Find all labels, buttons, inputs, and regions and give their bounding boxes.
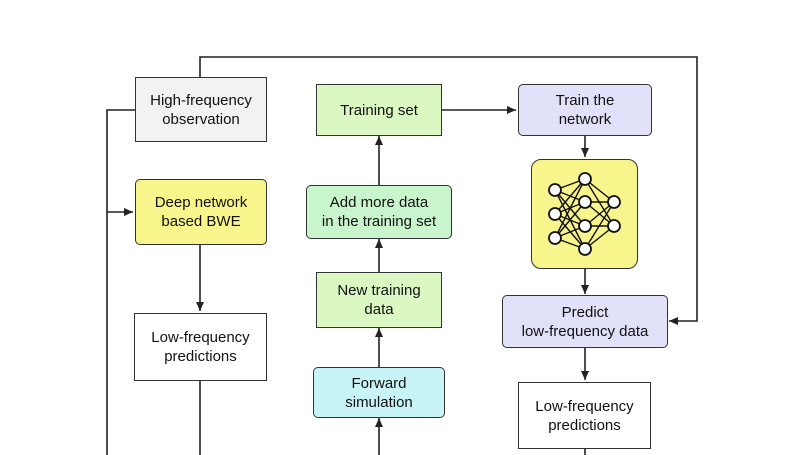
lf-predictions-right-label: Low-frequency predictions bbox=[535, 397, 634, 434]
hf-observation-box: High-frequency observation bbox=[135, 77, 267, 142]
lf-predictions-left-box: Low-frequency predictions bbox=[134, 313, 267, 381]
add-more-data-label: Add more data in the training set bbox=[321, 194, 437, 230]
lf-predictions-right-box: Low-frequency predictions bbox=[518, 382, 651, 449]
deep-network-bwe-label: Deep network based BWE bbox=[154, 194, 248, 230]
train-network-box: Train the network bbox=[518, 84, 652, 136]
forward-simulation-label: Forward simulation bbox=[345, 374, 413, 411]
add-more-data-box: Add more data in the training set bbox=[306, 185, 452, 239]
new-training-data-box: New training data bbox=[316, 272, 442, 328]
neural-network-box bbox=[531, 159, 638, 269]
training-set-label: Training set bbox=[340, 101, 418, 119]
predict-lf-label: Predict low-frequency data bbox=[521, 303, 649, 340]
training-set-box: Training set bbox=[316, 84, 442, 136]
line-hf-left-down bbox=[106, 109, 135, 455]
new-training-data-label: New training data bbox=[337, 282, 421, 318]
neural-network-icon bbox=[548, 172, 621, 256]
lf-predictions-left-label: Low-frequency predictions bbox=[151, 329, 250, 365]
arrow-hf-to-predict bbox=[199, 56, 698, 325]
predict-lf-box: Predict low-frequency data bbox=[502, 295, 668, 348]
deep-network-bwe-box: Deep network based BWE bbox=[135, 179, 267, 245]
forward-simulation-box: Forward simulation bbox=[313, 367, 445, 418]
hf-observation-label: High-frequency observation bbox=[150, 91, 252, 128]
train-network-label: Train the network bbox=[555, 92, 615, 128]
